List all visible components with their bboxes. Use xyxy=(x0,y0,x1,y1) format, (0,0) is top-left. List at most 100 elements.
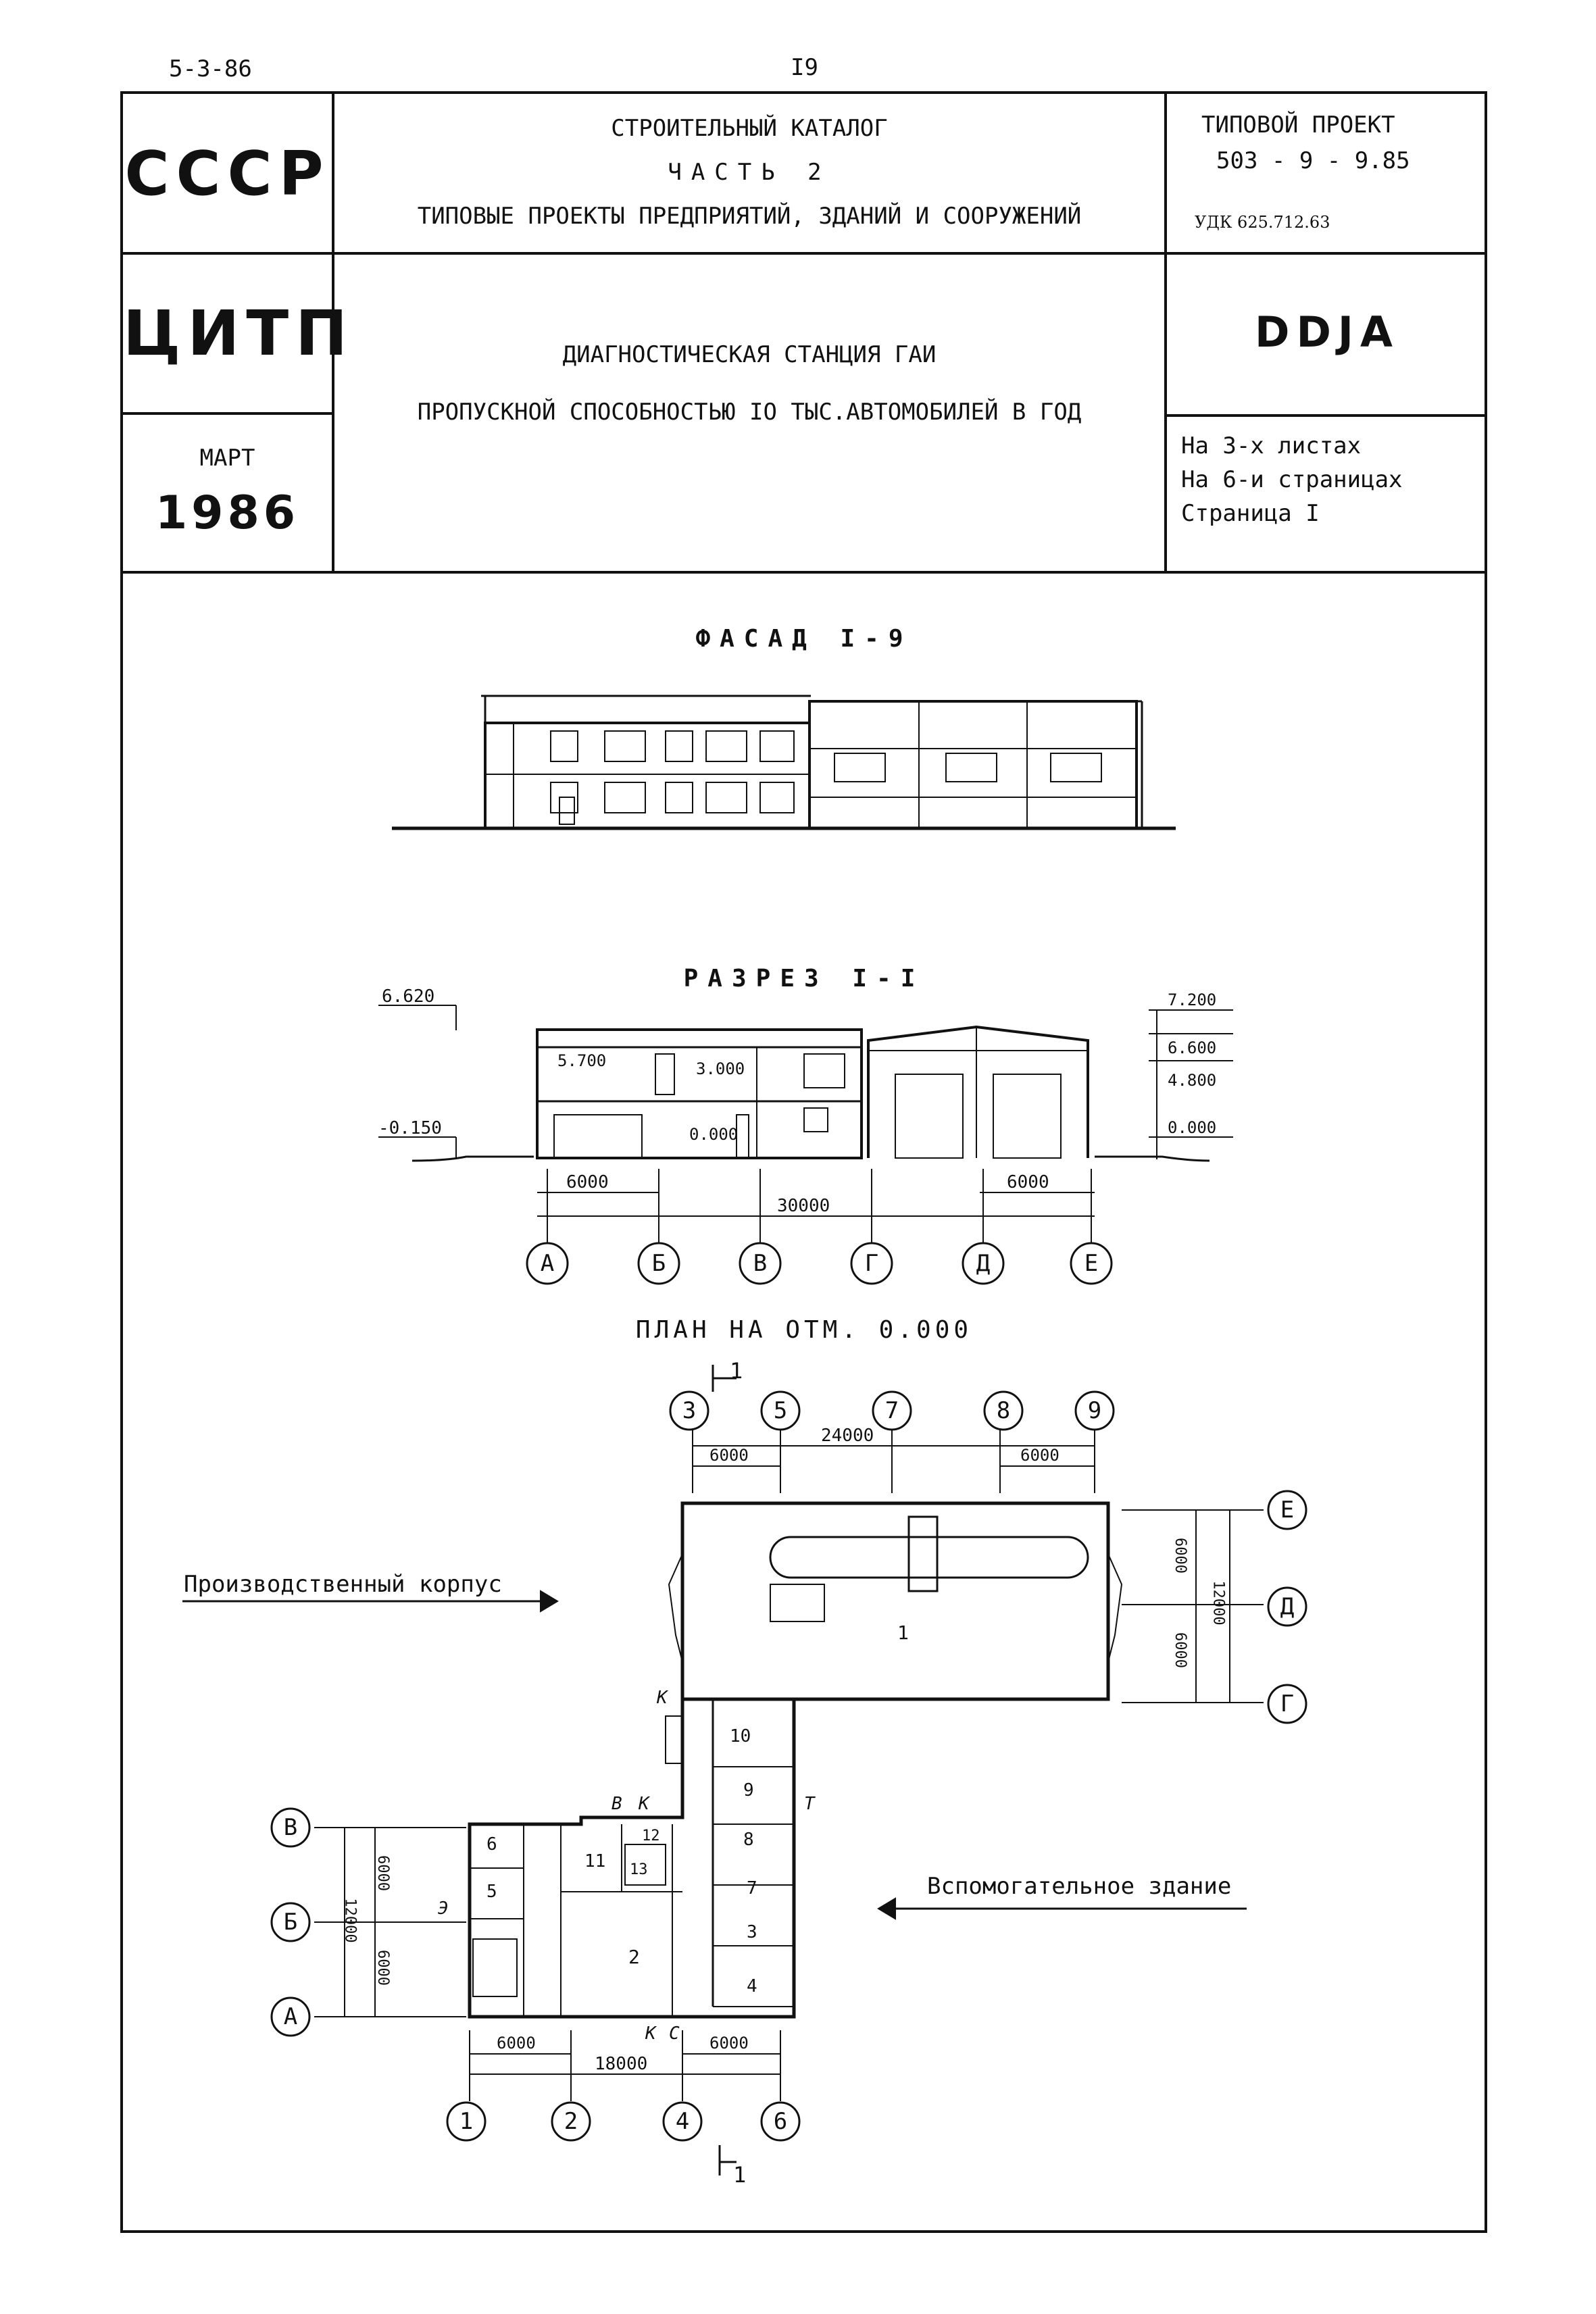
plan-axis-8: 8 xyxy=(996,1397,1011,1424)
page-number: I9 xyxy=(791,54,818,81)
header-col-1 xyxy=(332,91,334,572)
page-label: Страница I xyxy=(1181,500,1320,527)
level-6620: 6.620 xyxy=(382,986,435,1007)
plan-axis-G: Г xyxy=(1280,1690,1295,1717)
mark-V: В xyxy=(612,1794,622,1814)
plan-dim-right-2: 6000 xyxy=(1171,1632,1189,1668)
room-1: 1 xyxy=(897,1621,909,1644)
section-dim-right: 6000 xyxy=(1007,1172,1049,1192)
mark-K-hall: К xyxy=(657,1688,668,1708)
axis-A: А xyxy=(540,1250,555,1277)
level-7200: 7.200 xyxy=(1168,990,1217,1009)
facade-title: ФАСАД I-9 xyxy=(695,625,913,653)
plan-dim-bottom-total: 18000 xyxy=(595,2054,648,2074)
axis-V: В xyxy=(753,1250,768,1277)
catalog-line-2: ЧАСТЬ 2 xyxy=(668,159,831,186)
room-3: 3 xyxy=(747,1922,757,1942)
plan-title: ПЛАН НА ОТМ. 0.000 xyxy=(635,1316,973,1344)
plan-axis-V: В xyxy=(283,1814,298,1841)
plan-axis-E: Е xyxy=(1280,1496,1295,1524)
header-divider-left xyxy=(120,412,333,415)
plan-axis-5: 5 xyxy=(773,1397,788,1424)
header-divider-1 xyxy=(120,252,1487,255)
sheet-code: 5-3-86 xyxy=(169,55,252,82)
axis-G: Г xyxy=(864,1250,879,1277)
room-10: 10 xyxy=(730,1726,751,1746)
level-5700: 5.700 xyxy=(557,1051,607,1070)
catalog-line-3: ТИПОВЫЕ ПРОЕКТЫ ПРЕДПРИЯТИЙ, ЗДАНИЙ И СО… xyxy=(417,203,1082,230)
mark-E: Э xyxy=(438,1898,449,1919)
room-5: 5 xyxy=(487,1882,497,1902)
label-auxiliary-building: Вспомогательное здание xyxy=(927,1873,1232,1900)
axis-E: Е xyxy=(1084,1250,1099,1277)
header-bottom xyxy=(120,571,1487,574)
level-3000: 3.000 xyxy=(696,1059,745,1078)
room-2: 2 xyxy=(628,1946,640,1968)
plan-axis-9: 9 xyxy=(1087,1397,1102,1424)
year: 1986 xyxy=(155,486,300,540)
mark-K-bottom: К xyxy=(645,2023,656,2044)
plan-axis-2: 2 xyxy=(564,2108,578,2135)
plan-dim-left-total: 12000 xyxy=(341,1898,359,1943)
level-minus-0150: -0.150 xyxy=(378,1118,442,1138)
mark-S: С xyxy=(669,2023,680,2044)
room-6: 6 xyxy=(487,1834,497,1855)
level-6600: 6.600 xyxy=(1168,1038,1217,1057)
room-12: 12 xyxy=(642,1828,660,1844)
section-title: РАЗРЕЗ I-I xyxy=(683,965,925,992)
document-code: DDJA xyxy=(1255,307,1399,357)
plan-dim-bottom-right: 6000 xyxy=(709,2034,749,2053)
header-divider-right xyxy=(1166,414,1487,417)
plan-axis-3: 3 xyxy=(682,1397,697,1424)
section-mark-bottom: 1 xyxy=(733,2162,747,2188)
title-line-1: ДИАГНОСТИЧЕСКАЯ СТАНЦИЯ ГАИ xyxy=(562,341,937,368)
header-col-2 xyxy=(1164,91,1167,572)
room-13: 13 xyxy=(630,1861,648,1878)
udk-code: УДК 625.712.63 xyxy=(1195,213,1330,232)
drawing-frame xyxy=(120,91,1487,2233)
plan-dim-top-left: 6000 xyxy=(709,1446,749,1465)
room-9: 9 xyxy=(743,1780,754,1801)
catalog-line-1: СТРОИТЕЛЬНЫЙ КАТАЛОГ xyxy=(611,115,888,142)
plan-axis-7: 7 xyxy=(884,1397,899,1424)
plan-axis-B: Б xyxy=(283,1909,298,1936)
pages-count: На 6-и страницах xyxy=(1181,466,1403,493)
level-0000-right: 0.000 xyxy=(1168,1118,1217,1137)
month: МАРТ xyxy=(199,445,255,472)
project-label: ТИПОВОЙ ПРОЕКТ xyxy=(1201,111,1395,139)
plan-dim-right-1: 6000 xyxy=(1171,1538,1189,1574)
room-7: 7 xyxy=(747,1878,757,1898)
plan-axis-6: 6 xyxy=(773,2108,788,2135)
mark-K-top: К xyxy=(639,1794,649,1814)
project-number: 503 - 9 - 9.85 xyxy=(1216,147,1410,174)
plan-dim-left-1: 6000 xyxy=(374,1855,391,1891)
plan-dim-24000: 24000 xyxy=(821,1426,874,1446)
room-11: 11 xyxy=(584,1851,606,1871)
level-4800: 4.800 xyxy=(1168,1071,1217,1090)
section-dim-left: 6000 xyxy=(566,1172,609,1192)
section-dim-total: 30000 xyxy=(777,1196,830,1216)
plan-dim-top-right: 6000 xyxy=(1020,1446,1059,1465)
plan-dim-left-2: 6000 xyxy=(374,1950,391,1986)
room-4: 4 xyxy=(747,1976,757,1996)
axis-D: Д xyxy=(976,1250,991,1277)
room-8: 8 xyxy=(743,1830,754,1850)
plan-axis-D: Д xyxy=(1280,1593,1295,1620)
plan-dim-bottom-left: 6000 xyxy=(497,2034,536,2053)
label-production-building: Производственный корпус xyxy=(184,1571,502,1598)
plan-axis-A: А xyxy=(283,2003,298,2030)
level-0000-left: 0.000 xyxy=(689,1125,739,1144)
section-mark-top: 1 xyxy=(730,1358,743,1384)
plan-axis-1: 1 xyxy=(459,2108,474,2135)
plan-dim-right-total: 12000 xyxy=(1210,1580,1227,1626)
sheets-count: На 3-х листах xyxy=(1181,432,1362,459)
org-citp: ЦИТП xyxy=(123,297,355,370)
mark-T: Т xyxy=(804,1794,815,1814)
org-ussr: СССР xyxy=(124,139,330,209)
axis-B: Б xyxy=(651,1250,666,1277)
plan-axis-4: 4 xyxy=(675,2108,690,2135)
title-line-2: ПРОПУСКНОЙ СПОСОБНОСТЬЮ IO ТЫС.АВТОМОБИЛ… xyxy=(417,399,1082,426)
